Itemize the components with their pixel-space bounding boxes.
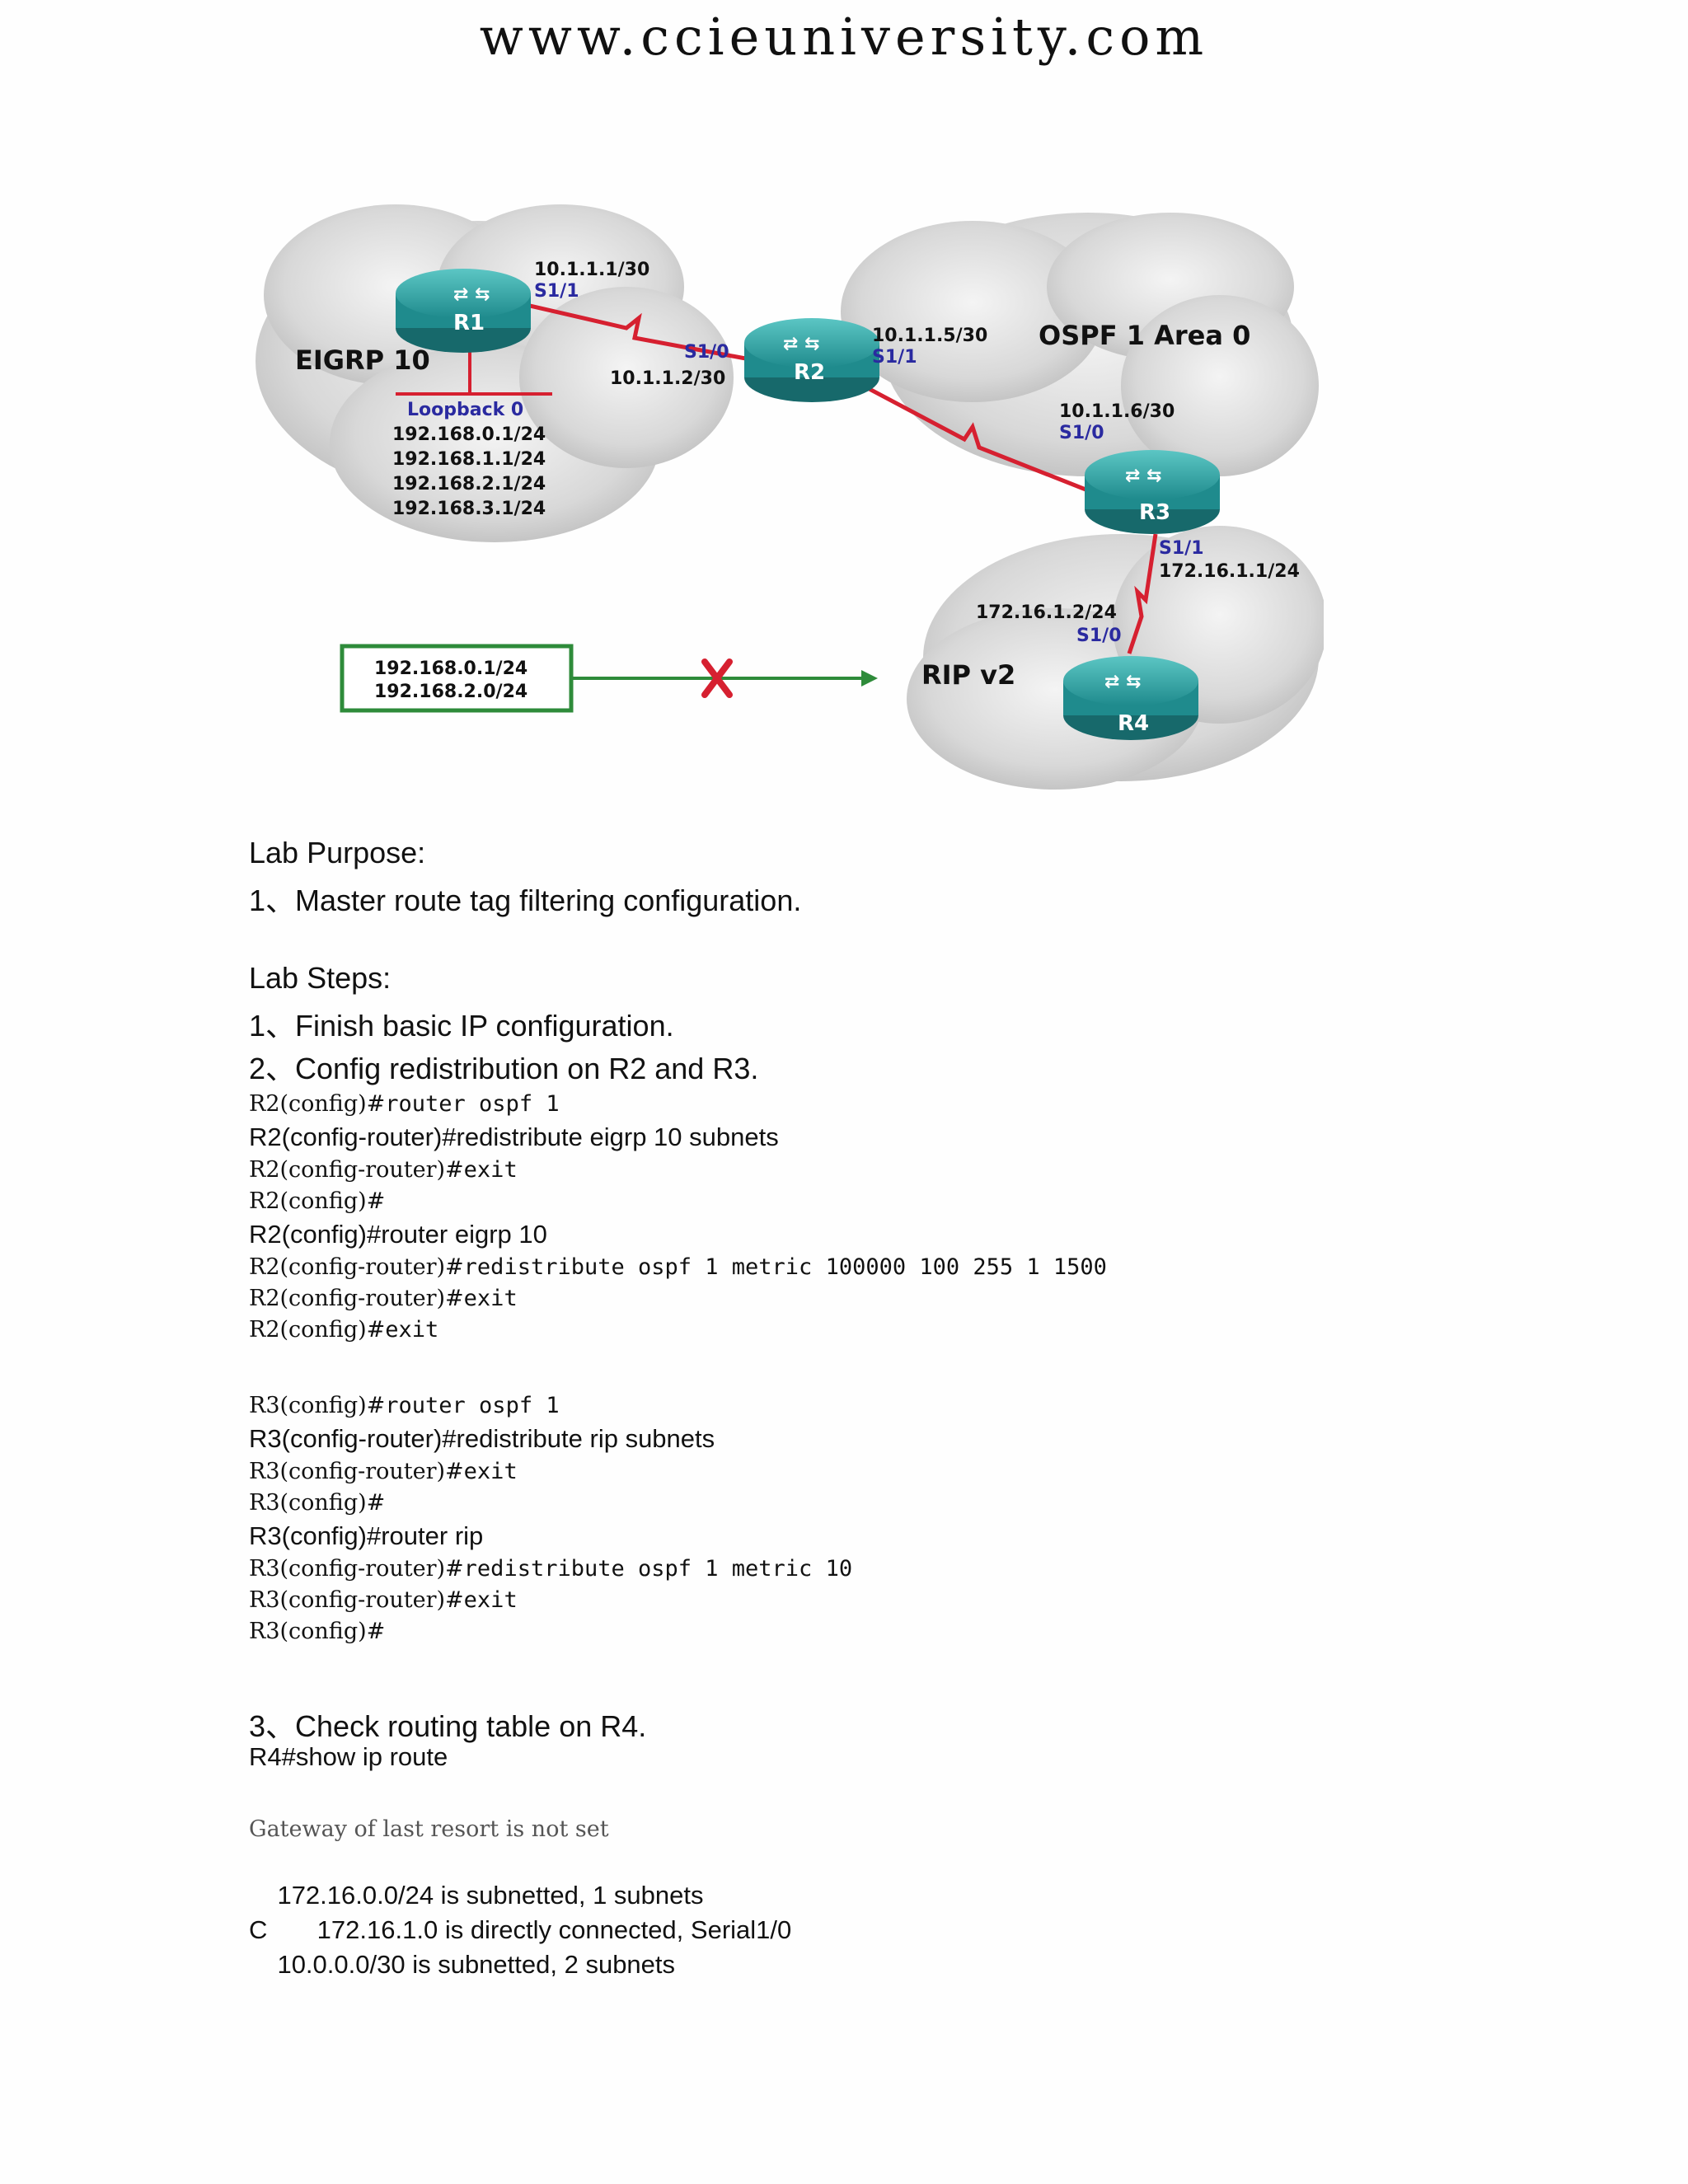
loopback-title: Loopback 0 <box>407 400 523 420</box>
network-topology-diagram: ⇄ ⇆ R1 ⇄ ⇆ R2 ⇄ ⇆ R3 ⇄ ⇆ R4 EIGRP 10 OSP… <box>247 196 1324 794</box>
r3-top-ip: 10.1.1.6/30 <box>1059 401 1175 422</box>
svg-text:⇄ ⇆: ⇄ ⇆ <box>1104 672 1142 692</box>
r2-left-ip: 10.1.1.2/30 <box>610 368 725 389</box>
cli-line: R3(config)# <box>249 1619 386 1644</box>
router-r3: ⇄ ⇆ R3 <box>1085 450 1220 534</box>
cli-line: R3(config-router)#redistribute rip subne… <box>249 1424 715 1453</box>
r2-right-intf: S1/1 <box>872 347 917 368</box>
r3-bottom-intf: S1/1 <box>1159 538 1204 559</box>
loopback-ip: 192.168.3.1/24 <box>392 499 546 519</box>
cli-line: R3(config)#router ospf 1 <box>249 1393 560 1418</box>
cli-line: R2(config)#router eigrp 10 <box>249 1220 547 1249</box>
loopback-ip: 192.168.2.1/24 <box>392 474 546 494</box>
r3-bottom-ip: 172.16.1.1/24 <box>1159 561 1300 582</box>
rip-label: RIP v2 <box>921 659 1015 691</box>
show-command: R4#show ip route <box>249 1742 448 1771</box>
gateway-line: Gateway of last resort is not set <box>249 1816 609 1842</box>
route-line: 10.0.0.0/30 is subnetted, 2 subnets <box>249 1950 676 1979</box>
loopback-ip: 192.168.0.1/24 <box>392 424 546 445</box>
cli-line: R3(config)# <box>249 1490 386 1516</box>
r1-ip: 10.1.1.1/30 <box>534 260 649 280</box>
filter-box: 192.168.0.1/24 192.168.2.0/24 <box>340 644 574 713</box>
svg-text:⇄ ⇆: ⇄ ⇆ <box>1125 466 1162 486</box>
router-r2: ⇄ ⇆ R2 <box>744 318 879 402</box>
cli-line: R3(config-router)#exit <box>249 1459 518 1484</box>
ospf-cloud <box>841 213 1319 476</box>
r4-label: R4 <box>1118 711 1149 736</box>
blocked-x-icon <box>701 658 733 698</box>
r1-label: R1 <box>453 311 485 335</box>
step-item: 2、Config redistribution on R2 and R3. <box>249 1052 759 1085</box>
svg-text:192.168.0.1/24: 192.168.0.1/24 <box>374 658 528 679</box>
router-r4: ⇄ ⇆ R4 <box>1063 656 1198 740</box>
cli-line: R2(config-router)#redistribute eigrp 10 … <box>249 1122 779 1151</box>
step-item: 3、Check routing table on R4. <box>249 1709 647 1743</box>
loopback-ip: 192.168.1.1/24 <box>392 449 546 470</box>
route-line: C 172.16.1.0 is directly connected, Seri… <box>249 1915 792 1944</box>
cli-line: R2(config-router)#exit <box>249 1286 518 1311</box>
cli-line: R3(config-router)#exit <box>249 1587 518 1613</box>
svg-text:⇄ ⇆: ⇄ ⇆ <box>783 334 820 354</box>
cli-line: R3(config-router)#redistribute ospf 1 me… <box>249 1556 853 1582</box>
cli-line: R2(config-router)#redistribute ospf 1 me… <box>249 1254 1107 1280</box>
r3-label: R3 <box>1139 500 1170 525</box>
r2-left-intf: S1/0 <box>684 342 729 363</box>
svg-text:⇄ ⇆: ⇄ ⇆ <box>453 284 490 305</box>
r2-label: R2 <box>794 360 825 385</box>
r3-top-intf: S1/0 <box>1059 423 1104 443</box>
cli-line: R3(config)#router rip <box>249 1521 484 1550</box>
site-header: www.ccieuniversity.com <box>479 7 1209 67</box>
router-r1: ⇄ ⇆ R1 <box>396 269 531 353</box>
r4-ip: 172.16.1.2/24 <box>976 602 1117 623</box>
serial-links <box>518 301 1158 654</box>
purpose-item: 1、Master route tag filtering configurati… <box>249 883 802 917</box>
cli-line: R2(config)#exit <box>249 1317 439 1343</box>
ospf-label: OSPF 1 Area 0 <box>1039 320 1250 351</box>
r1-intf: S1/1 <box>534 281 579 302</box>
route-line: 172.16.0.0/24 is subnetted, 1 subnets <box>249 1881 704 1910</box>
step-item: 1、Finish basic IP configuration. <box>249 1009 674 1043</box>
eigrp-label: EIGRP 10 <box>295 344 430 376</box>
svg-text:192.168.2.0/24: 192.168.2.0/24 <box>374 682 528 702</box>
purpose-title: Lab Purpose: <box>249 836 426 869</box>
r4-intf: S1/0 <box>1076 626 1122 646</box>
cli-line: R2(config-router)#exit <box>249 1157 518 1183</box>
cli-line: R2(config)# <box>249 1188 386 1214</box>
steps-title: Lab Steps: <box>249 961 392 995</box>
r2-right-ip: 10.1.1.5/30 <box>872 326 987 346</box>
cli-line: R2(config)#router ospf 1 <box>249 1091 560 1117</box>
